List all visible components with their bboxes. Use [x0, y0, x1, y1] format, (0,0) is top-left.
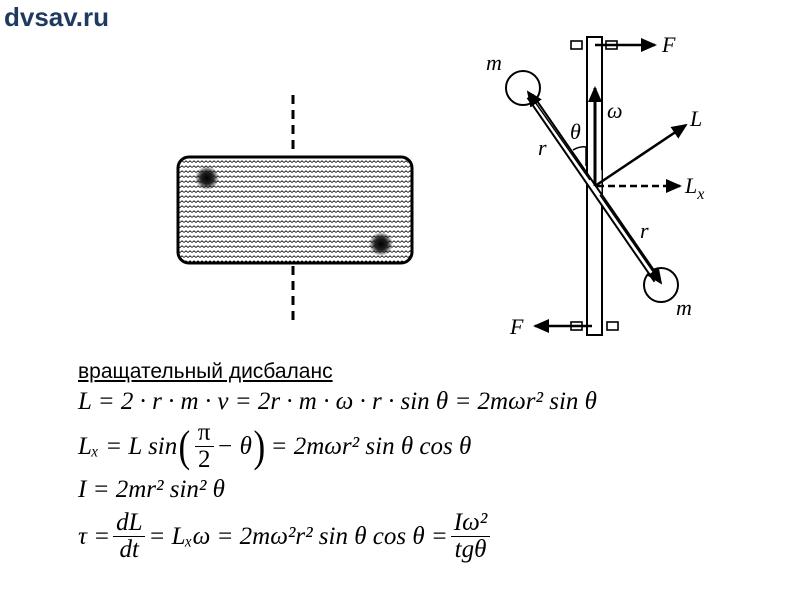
label-omega: ω⃗	[607, 98, 640, 123]
angular-momentum-arrow	[594, 123, 688, 188]
label-theta: θ	[570, 119, 581, 144]
label-radius-top: r	[538, 135, 547, 160]
imbalance-mass-2	[369, 232, 393, 256]
bearing-top-left	[570, 40, 583, 50]
label-mass-top: m	[486, 50, 502, 75]
label-lx: Lx	[684, 173, 704, 203]
equation-angular-momentum: L = 2 · r · m · v = 2r · m · ω · r · sin…	[78, 388, 597, 415]
imbalance-mass-1	[195, 166, 219, 190]
rotor-side-view	[176, 95, 414, 326]
watermark-logo: dvsav.ru	[4, 2, 110, 32]
equation-moment-of-inertia: I = 2mr² sin² θ	[78, 476, 225, 503]
radius-bottom-arrow	[599, 194, 663, 285]
theta-arc	[572, 146, 587, 151]
rotor-body	[176, 155, 414, 265]
label-angular-momentum: L⃗	[689, 106, 719, 131]
label-force-bottom: F⃗	[509, 314, 541, 339]
label-mass-bottom: m	[676, 295, 692, 320]
radius-top-arrow	[526, 90, 591, 181]
bearing-bottom-right	[606, 321, 619, 331]
label-radius-bottom: r	[640, 218, 649, 243]
heading: вращательный дисбаланс	[78, 360, 333, 383]
label-force-top: F⃗	[661, 32, 693, 57]
imbalance-diagram: m m r r θ ω⃗ L⃗ Lx F⃗ F⃗	[486, 32, 719, 339]
